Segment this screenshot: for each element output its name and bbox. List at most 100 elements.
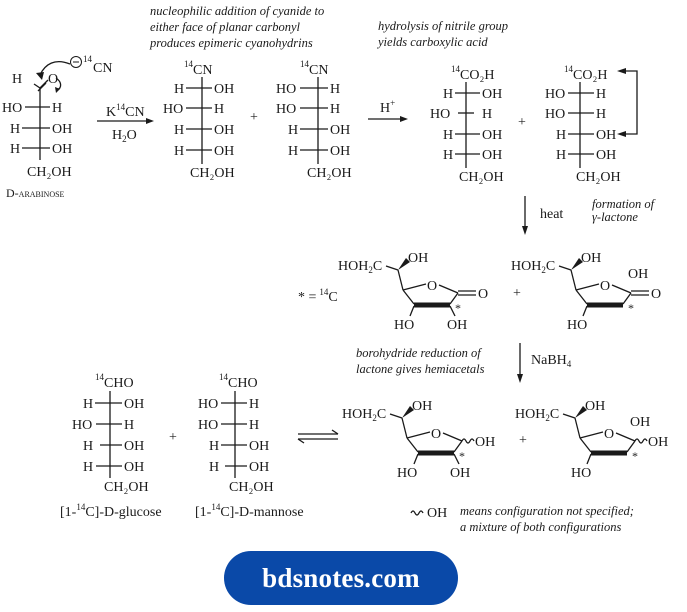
d-arabinose-label: D-arabinose <box>6 186 65 200</box>
svg-text:HO: HO <box>276 102 296 117</box>
svg-text:OH: OH <box>427 506 447 521</box>
aldonic-acid-1-structure: 14 CO₂H H OH HO H H OH H OH CH₂OH <box>430 64 504 185</box>
svg-text:HO: HO <box>545 87 565 102</box>
svg-text:OH: OH <box>475 435 495 450</box>
svg-text:OH: OH <box>52 142 72 157</box>
svg-text:H: H <box>10 142 20 157</box>
svg-text:O: O <box>604 427 614 442</box>
cyanohydrin-1-structure: 14 CN H OH HO H H OH H OH CH₂OH <box>163 59 235 181</box>
svg-text:O: O <box>427 279 437 294</box>
svg-text:OH: OH <box>447 318 467 333</box>
svg-text:nucleophilic addition of cyani: nucleophilic addition of cyanide to <box>150 4 324 18</box>
svg-text:means configuration not specif: means configuration not specified; <box>460 504 634 518</box>
cyanohydrin-2-structure: 14 CN HO H HO H H OH H OH CH₂OH <box>276 59 352 181</box>
wavy-bond-icon <box>634 438 648 444</box>
plus-sign: + <box>169 430 177 445</box>
svg-text:yields carboxylic acid: yields carboxylic acid <box>376 35 488 49</box>
svg-text:H: H <box>83 397 93 412</box>
plus-sign: + <box>513 286 521 301</box>
svg-text:HOH2C: HOH2C <box>511 259 555 275</box>
svg-text:CN: CN <box>93 61 112 76</box>
svg-text:OH: OH <box>214 123 234 138</box>
svg-text:HO: HO <box>545 107 565 122</box>
plus-sign: + <box>518 115 526 130</box>
svg-text:OH: OH <box>408 251 428 266</box>
svg-text:H: H <box>443 87 453 102</box>
svg-text:OH: OH <box>628 267 648 282</box>
svg-text:OH: OH <box>482 87 502 102</box>
svg-text:CN: CN <box>193 63 212 78</box>
equilibrium-arrows-icon <box>297 429 339 444</box>
svg-text:HOH2C: HOH2C <box>515 407 559 423</box>
svg-text:CO₂H: CO₂H <box>460 68 494 83</box>
d-glucose-structure: 14 CHO H OH HO H H OH H OH CH₂OH [1-14C]… <box>60 372 162 520</box>
svg-text:HO: HO <box>163 102 183 117</box>
svg-text:OH: OH <box>412 399 432 414</box>
reaction-arrow-heat: heat formation of γ-lactone <box>522 196 656 235</box>
svg-text:hydrolysis of nitrile group: hydrolysis of nitrile group <box>378 19 508 33</box>
svg-text:O: O <box>651 287 661 302</box>
svg-text:CH₂OH: CH₂OH <box>307 166 352 181</box>
svg-text:OH: OH <box>124 397 144 412</box>
annotation-cyanide-addition: nucleophilic addition of cyanide to eith… <box>149 4 324 50</box>
svg-text:OH: OH <box>585 399 605 414</box>
svg-text:HO: HO <box>397 466 417 481</box>
svg-text:H: H <box>214 102 224 117</box>
svg-text:HO: HO <box>198 418 218 433</box>
svg-text:OH: OH <box>596 148 616 163</box>
hemiacetal-1-structure: HOH2C OH O OH * HO OH <box>342 399 495 481</box>
svg-text:HOH2C: HOH2C <box>338 259 382 275</box>
reaction-arrow-acid: H+ <box>368 98 408 122</box>
svg-text:H: H <box>83 460 93 475</box>
svg-text:14: 14 <box>219 372 229 382</box>
svg-text:HO: HO <box>2 101 22 116</box>
svg-text:H: H <box>10 122 20 137</box>
svg-text:CN: CN <box>309 63 328 78</box>
svg-text:a mixture of both configuratio: a mixture of both configurations <box>460 520 621 534</box>
svg-text:heat: heat <box>540 207 563 222</box>
svg-text:H: H <box>482 107 492 122</box>
svg-text:H: H <box>174 123 184 138</box>
svg-text:H: H <box>249 397 259 412</box>
svg-text:OH: OH <box>482 128 502 143</box>
svg-text:CH₂OH: CH₂OH <box>576 170 621 185</box>
svg-text:O: O <box>48 72 58 87</box>
bdsnotes-watermark[interactable]: bdsnotes.com <box>224 551 458 605</box>
svg-text:H: H <box>209 439 219 454</box>
svg-text:H: H <box>556 148 566 163</box>
svg-text:H: H <box>330 82 340 97</box>
svg-text:H: H <box>83 439 93 454</box>
gamma-lactone-2-structure: HOH2C OH O OH O * HO <box>511 251 661 333</box>
svg-text:O: O <box>600 279 610 294</box>
svg-text:H: H <box>596 107 606 122</box>
wavy-bond-icon <box>410 510 424 516</box>
svg-text:OH: OH <box>249 439 269 454</box>
reaction-arrow-kcn: K14CN H2O <box>97 102 154 144</box>
svg-text:HOH2C: HOH2C <box>342 407 386 423</box>
svg-text:OH: OH <box>596 128 616 143</box>
svg-text:formation of: formation of <box>592 197 656 211</box>
svg-text:H: H <box>12 72 22 87</box>
svg-text:OH: OH <box>124 460 144 475</box>
svg-text:γ-lactone: γ-lactone <box>592 210 638 224</box>
svg-text:OH: OH <box>450 466 470 481</box>
svg-text:CHO: CHO <box>104 376 134 391</box>
svg-text:*: * <box>459 449 465 463</box>
svg-text:HO: HO <box>394 318 414 333</box>
svg-text:H: H <box>52 101 62 116</box>
gamma-lactone-1-structure: HOH2C OH O O * HO OH <box>338 251 488 333</box>
svg-text:H: H <box>596 87 606 102</box>
svg-text:*: * <box>632 449 638 463</box>
svg-text:OH: OH <box>648 435 668 450</box>
svg-text:CHO: CHO <box>228 376 258 391</box>
wavy-bond-legend: OH means configuration not specified; a … <box>410 504 634 534</box>
svg-text:OH: OH <box>581 251 601 266</box>
svg-text:*: * <box>628 301 634 315</box>
svg-text:H: H <box>443 128 453 143</box>
svg-text:O: O <box>431 427 441 442</box>
svg-text:H: H <box>556 128 566 143</box>
svg-text:CH₂OH: CH₂OH <box>459 170 504 185</box>
svg-text:lactone gives hemiacetals: lactone gives hemiacetals <box>356 362 485 376</box>
svg-text:HO: HO <box>430 107 450 122</box>
